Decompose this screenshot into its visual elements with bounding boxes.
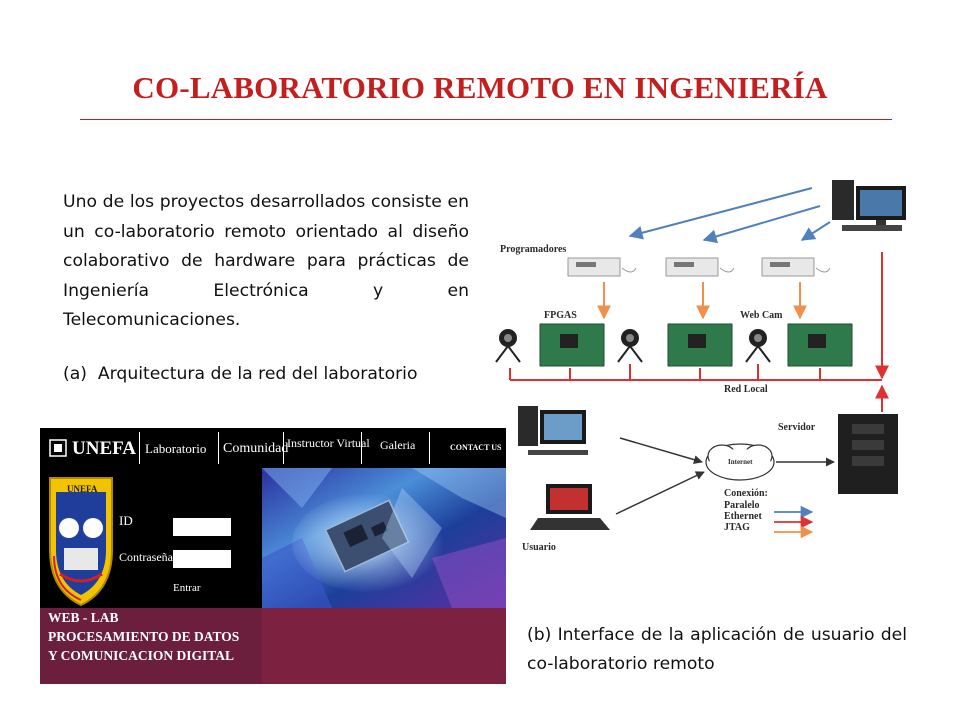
network-diagram-drawing (495, 180, 906, 539)
server-icon (838, 414, 898, 494)
programmer-device-icon (567, 257, 815, 277)
fpga-board-icon (539, 323, 853, 367)
parallel-arrow (702, 205, 821, 244)
label-jtag: JTAG (724, 522, 750, 533)
slide-title: CO-LABORATORIO REMOTO EN INGENIERÍA (132, 70, 828, 105)
title-divider (80, 119, 892, 120)
nav-contact-us[interactable]: CONTACT US (450, 443, 502, 452)
user-connection-arrow (615, 471, 705, 515)
footer-line-1: WEB - LAB (48, 610, 119, 625)
user-connection-arrow (619, 437, 703, 465)
network-architecture-diagram: Programadores FPGAS Web Cam Red Local Se… (490, 172, 930, 562)
nav-separator (429, 432, 430, 464)
admin-computer-icon (832, 180, 906, 231)
programmer-cable (621, 267, 637, 273)
nav-separator (218, 432, 219, 464)
footer-line-2: PROCESAMIENTO DE DATOS (48, 629, 240, 644)
id-input[interactable] (173, 518, 231, 536)
nav-separator (283, 432, 284, 464)
nav-instructor-virtual[interactable]: Instructor Virtual (287, 436, 370, 450)
description-paragraph: Uno de los proyectos desarrollados consi… (63, 192, 469, 330)
programmer-cable (719, 267, 735, 273)
label-paralelo: Paralelo (724, 500, 760, 511)
nav-separator (139, 432, 140, 464)
weblab-logo-text: UNEFA (72, 438, 137, 459)
weblab-interface-screenshot: UNEFA Laboratorio Comunidad Instructor V… (40, 428, 506, 684)
label-conexion: Conexión: (724, 488, 768, 499)
caption-b: (b) Interface de la aplicación de usuari… (527, 625, 907, 674)
nav-comunidad[interactable]: Comunidad (223, 441, 289, 456)
label-internet: Internet (728, 458, 753, 466)
label-ethernet: Ethernet (724, 511, 762, 522)
programmer-cable (815, 267, 831, 273)
circuit-board-photo (262, 468, 506, 608)
nav-laboratorio[interactable]: Laboratorio (145, 441, 207, 456)
weblab-login-panel: UNEFA ID Contraseña Entrar (40, 468, 262, 608)
weblab-nav-bar: UNEFA Laboratorio Comunidad Instructor V… (40, 428, 506, 468)
enter-button[interactable]: Entrar (173, 582, 201, 594)
label-usuario: Usuario (522, 542, 556, 553)
university-seal-icon (49, 477, 113, 607)
circuit-photo-image (262, 468, 506, 608)
webcam-icon (495, 329, 771, 363)
footer-line-3: Y COMUNICACION DIGITAL (48, 648, 235, 663)
user-laptop-icon (530, 484, 610, 530)
nav-galeria[interactable]: Galeria (380, 438, 416, 452)
parallel-arrow (800, 221, 831, 241)
nav-separator (361, 432, 362, 464)
label-servidor: Servidor (778, 422, 816, 433)
label-webcam: Web Cam (740, 310, 783, 321)
password-input[interactable] (173, 550, 231, 568)
label-programadores: Programadores (500, 244, 567, 255)
label-red-local: Red Local (724, 384, 768, 395)
weblab-footer-right (262, 608, 506, 684)
user-desktop-icon (518, 406, 588, 455)
label-fpgas: FPGAS (544, 310, 577, 321)
parallel-arrow (628, 187, 813, 240)
caption-a: (a) Arquitectura de la red del laborator… (63, 364, 417, 384)
seal-text: UNEFA (67, 484, 98, 494)
internet-cloud-icon (705, 443, 775, 481)
id-label: ID (119, 513, 133, 528)
unefa-emblem-icon (49, 439, 67, 457)
caption-a-marker: (a) (63, 364, 87, 384)
password-label: Contraseña (119, 550, 173, 564)
caption-a-text: Arquitectura de la red del laboratorio (97, 364, 418, 384)
